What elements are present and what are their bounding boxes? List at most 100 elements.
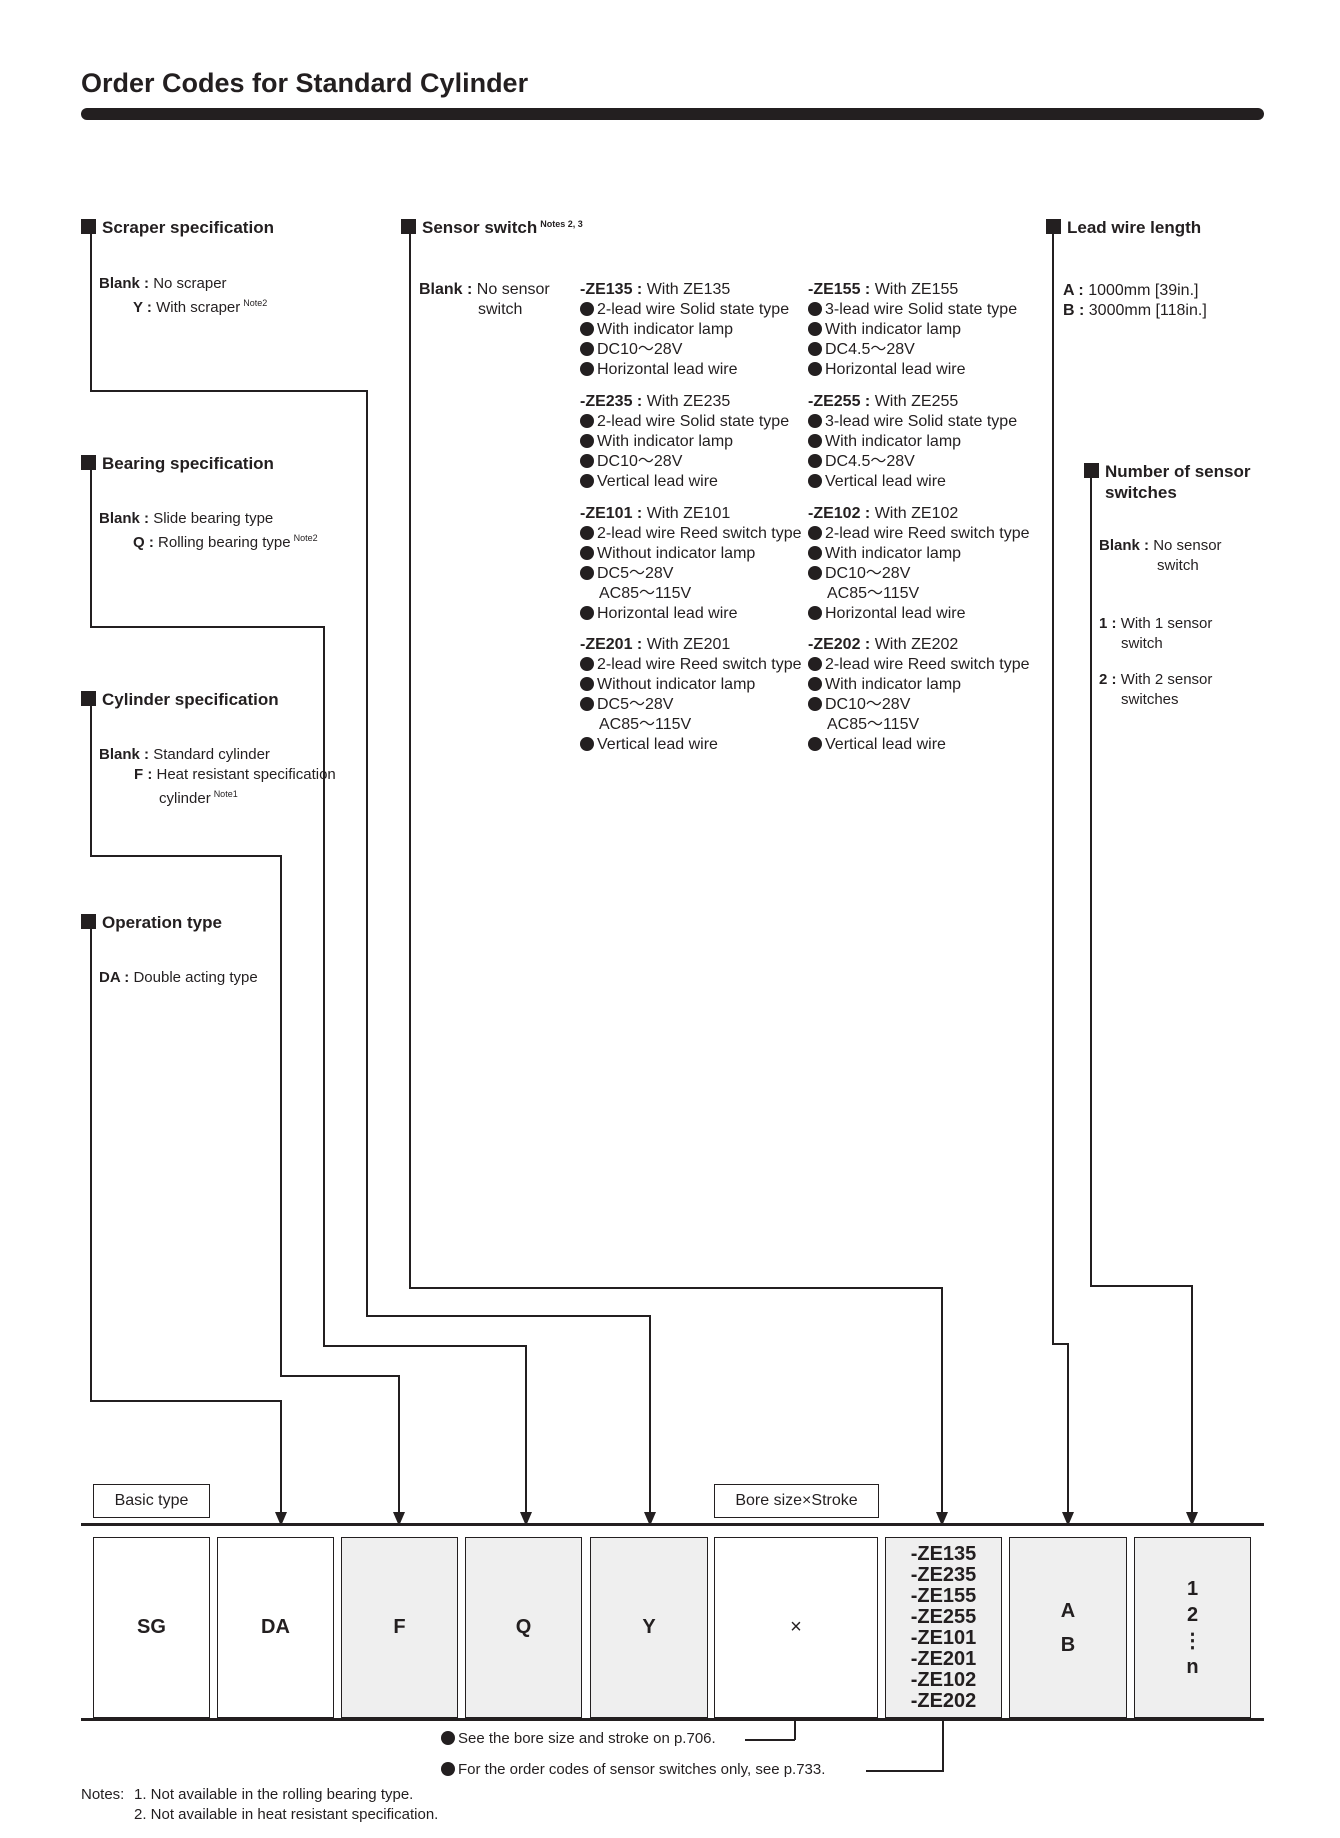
bullet-dot-icon: [808, 434, 822, 448]
sensor-option-feature: DC10～28V: [580, 452, 789, 472]
num-sensor-code: 1: [1186, 1577, 1199, 1600]
sensor-option-ze235: -ZE235 : With ZE235 2-lead wire Solid sta…: [580, 392, 789, 492]
sensor-option-title: -ZE255 : With ZE255: [808, 393, 959, 410]
sensor-option-feature: With indicator lamp: [808, 432, 1017, 452]
sensor-option-title: -ZE135 : With ZE135: [580, 281, 731, 298]
arrow-down-icon: [644, 1512, 656, 1526]
bullet-dot-icon: [808, 606, 822, 620]
code-top-rule: [81, 1523, 1264, 1526]
bullet-dot-icon: [580, 342, 594, 356]
sensor-option-feature: 3-lead wire Solid state type: [808, 412, 1017, 432]
sensor-option-blank: Blank : No sensor: [419, 281, 550, 298]
sensor-switch-code: -ZE201: [910, 1647, 977, 1670]
bore-reference-note: See the bore size and stroke on p.706.: [441, 1730, 716, 1747]
bullet-dot-icon: [580, 697, 594, 711]
sensor-option-feature: 2-lead wire Solid state type: [580, 300, 789, 320]
numsensor-option-1-cont: switch: [1121, 635, 1163, 652]
lead-wire-code: A: [1060, 1599, 1076, 1622]
sensor-option-feature: 2-lead wire Solid state type: [580, 412, 789, 432]
sensor-switch-code: -ZE155: [910, 1584, 977, 1607]
bullet-dot-icon: [580, 737, 594, 751]
cylinder-option-f: F : Heat resistant specification: [134, 766, 336, 783]
sensor-option-feature: 2-lead wire Reed switch type: [580, 524, 802, 544]
sensor-option-feature: With indicator lamp: [808, 544, 1030, 564]
sensor-option-feature: With indicator lamp: [580, 320, 789, 340]
bullet-dot-icon: [580, 566, 594, 580]
bearing-heading: Bearing specification: [81, 454, 274, 474]
code-box-scraper: Y: [590, 1537, 708, 1718]
bullet-dot-icon: [808, 342, 822, 356]
code-bottom-rule: [81, 1718, 1264, 1721]
square-bullet-icon: [81, 691, 96, 706]
bullet-dot-icon: [580, 546, 594, 560]
bullet-dot-icon: [808, 362, 822, 376]
bullet-dot-icon: [580, 322, 594, 336]
page-title: Order Codes for Standard Cylinder: [81, 68, 529, 98]
sensor-option-feature: DC10～28V: [808, 695, 1030, 715]
sensor-option-feature: AC85～115V: [599, 716, 692, 733]
sensor-option-feature: 2-lead wire Reed switch type: [808, 655, 1030, 675]
sensor-option-feature: With indicator lamp: [580, 432, 789, 452]
sensor-option-feature: Horizontal lead wire: [580, 604, 802, 624]
note-1: 1. Not available in the rolling bearing …: [134, 1786, 414, 1803]
numsensor-option-2-cont: switches: [1121, 691, 1179, 708]
bullet-dot-icon: [808, 677, 822, 691]
code-box-bearing: Q: [465, 1537, 582, 1718]
bullet-dot-icon: [808, 566, 822, 580]
numsensor-option-blank-cont: switch: [1157, 557, 1199, 574]
sensor-option-ze135: -ZE135 : With ZE135 2-lead wire Solid sta…: [580, 280, 789, 380]
num-sensor-code: n: [1186, 1655, 1199, 1678]
bullet-dot-icon: [580, 474, 594, 488]
cylinder-heading: Cylinder specification: [81, 690, 279, 710]
sensor-option-feature: Horizontal lead wire: [580, 360, 789, 380]
cylinder-option-blank: Blank : Standard cylinder: [99, 746, 270, 763]
bullet-dot-icon: [580, 362, 594, 376]
bullet-dot-icon: [808, 474, 822, 488]
code-box-operation: DA: [217, 1537, 334, 1718]
bullet-dot-icon: [580, 454, 594, 468]
basic-type-label: Basic type: [93, 1484, 210, 1518]
sensor-option-feature: 3-lead wire Solid state type: [808, 300, 1017, 320]
sensor-switch-code: -ZE102: [910, 1668, 977, 1691]
bore-stroke-label: Bore size×Stroke: [714, 1484, 879, 1518]
sensor-option-feature: Vertical lead wire: [580, 472, 789, 492]
sensor-option-title: -ZE235 : With ZE235: [580, 393, 731, 410]
sensor-switch-code: -ZE255: [910, 1605, 977, 1628]
arrow-down-icon: [1062, 1512, 1074, 1526]
bullet-dot-icon: [808, 414, 822, 428]
sensor-switch-code: -ZE135: [910, 1542, 977, 1565]
sensor-option-feature: DC4.5～28V: [808, 340, 1017, 360]
sensor-option-feature: DC5～28V: [580, 695, 802, 715]
sensor-option-feature: AC85～115V: [599, 585, 692, 602]
sensor-option-feature: 2-lead wire Reed switch type: [580, 655, 802, 675]
bullet-dot-icon: [580, 657, 594, 671]
code-box-bore-stroke: ×: [714, 1537, 878, 1718]
sensor-option-feature: DC10～28V: [580, 340, 789, 360]
bullet-dot-icon: [580, 526, 594, 540]
square-bullet-icon: [81, 914, 96, 929]
leadwire-option-a: A : 1000mm [39in.]: [1063, 282, 1199, 299]
square-bullet-icon: [81, 219, 96, 234]
sensor-option-feature: With indicator lamp: [808, 675, 1030, 695]
bearing-option-blank: Blank : Slide bearing type: [99, 510, 274, 527]
sensor-option-blank-cont: switch: [478, 301, 523, 318]
bullet-dot-icon: [808, 454, 822, 468]
bullet-dot-icon: [580, 434, 594, 448]
sensor-option-feature: AC85～115V: [827, 585, 920, 602]
numsensor-heading: Number of sensor: [1084, 462, 1250, 482]
square-bullet-icon: [401, 219, 416, 234]
bullet-dot-icon: [580, 677, 594, 691]
lead-wire-code: B: [1060, 1633, 1076, 1656]
sensor-switch-code: -ZE235: [910, 1563, 977, 1586]
sensor-option-feature: Without indicator lamp: [580, 544, 802, 564]
bullet-dot-icon: [808, 737, 822, 751]
leadwire-option-b: B : 3000mm [118in.]: [1063, 302, 1207, 319]
